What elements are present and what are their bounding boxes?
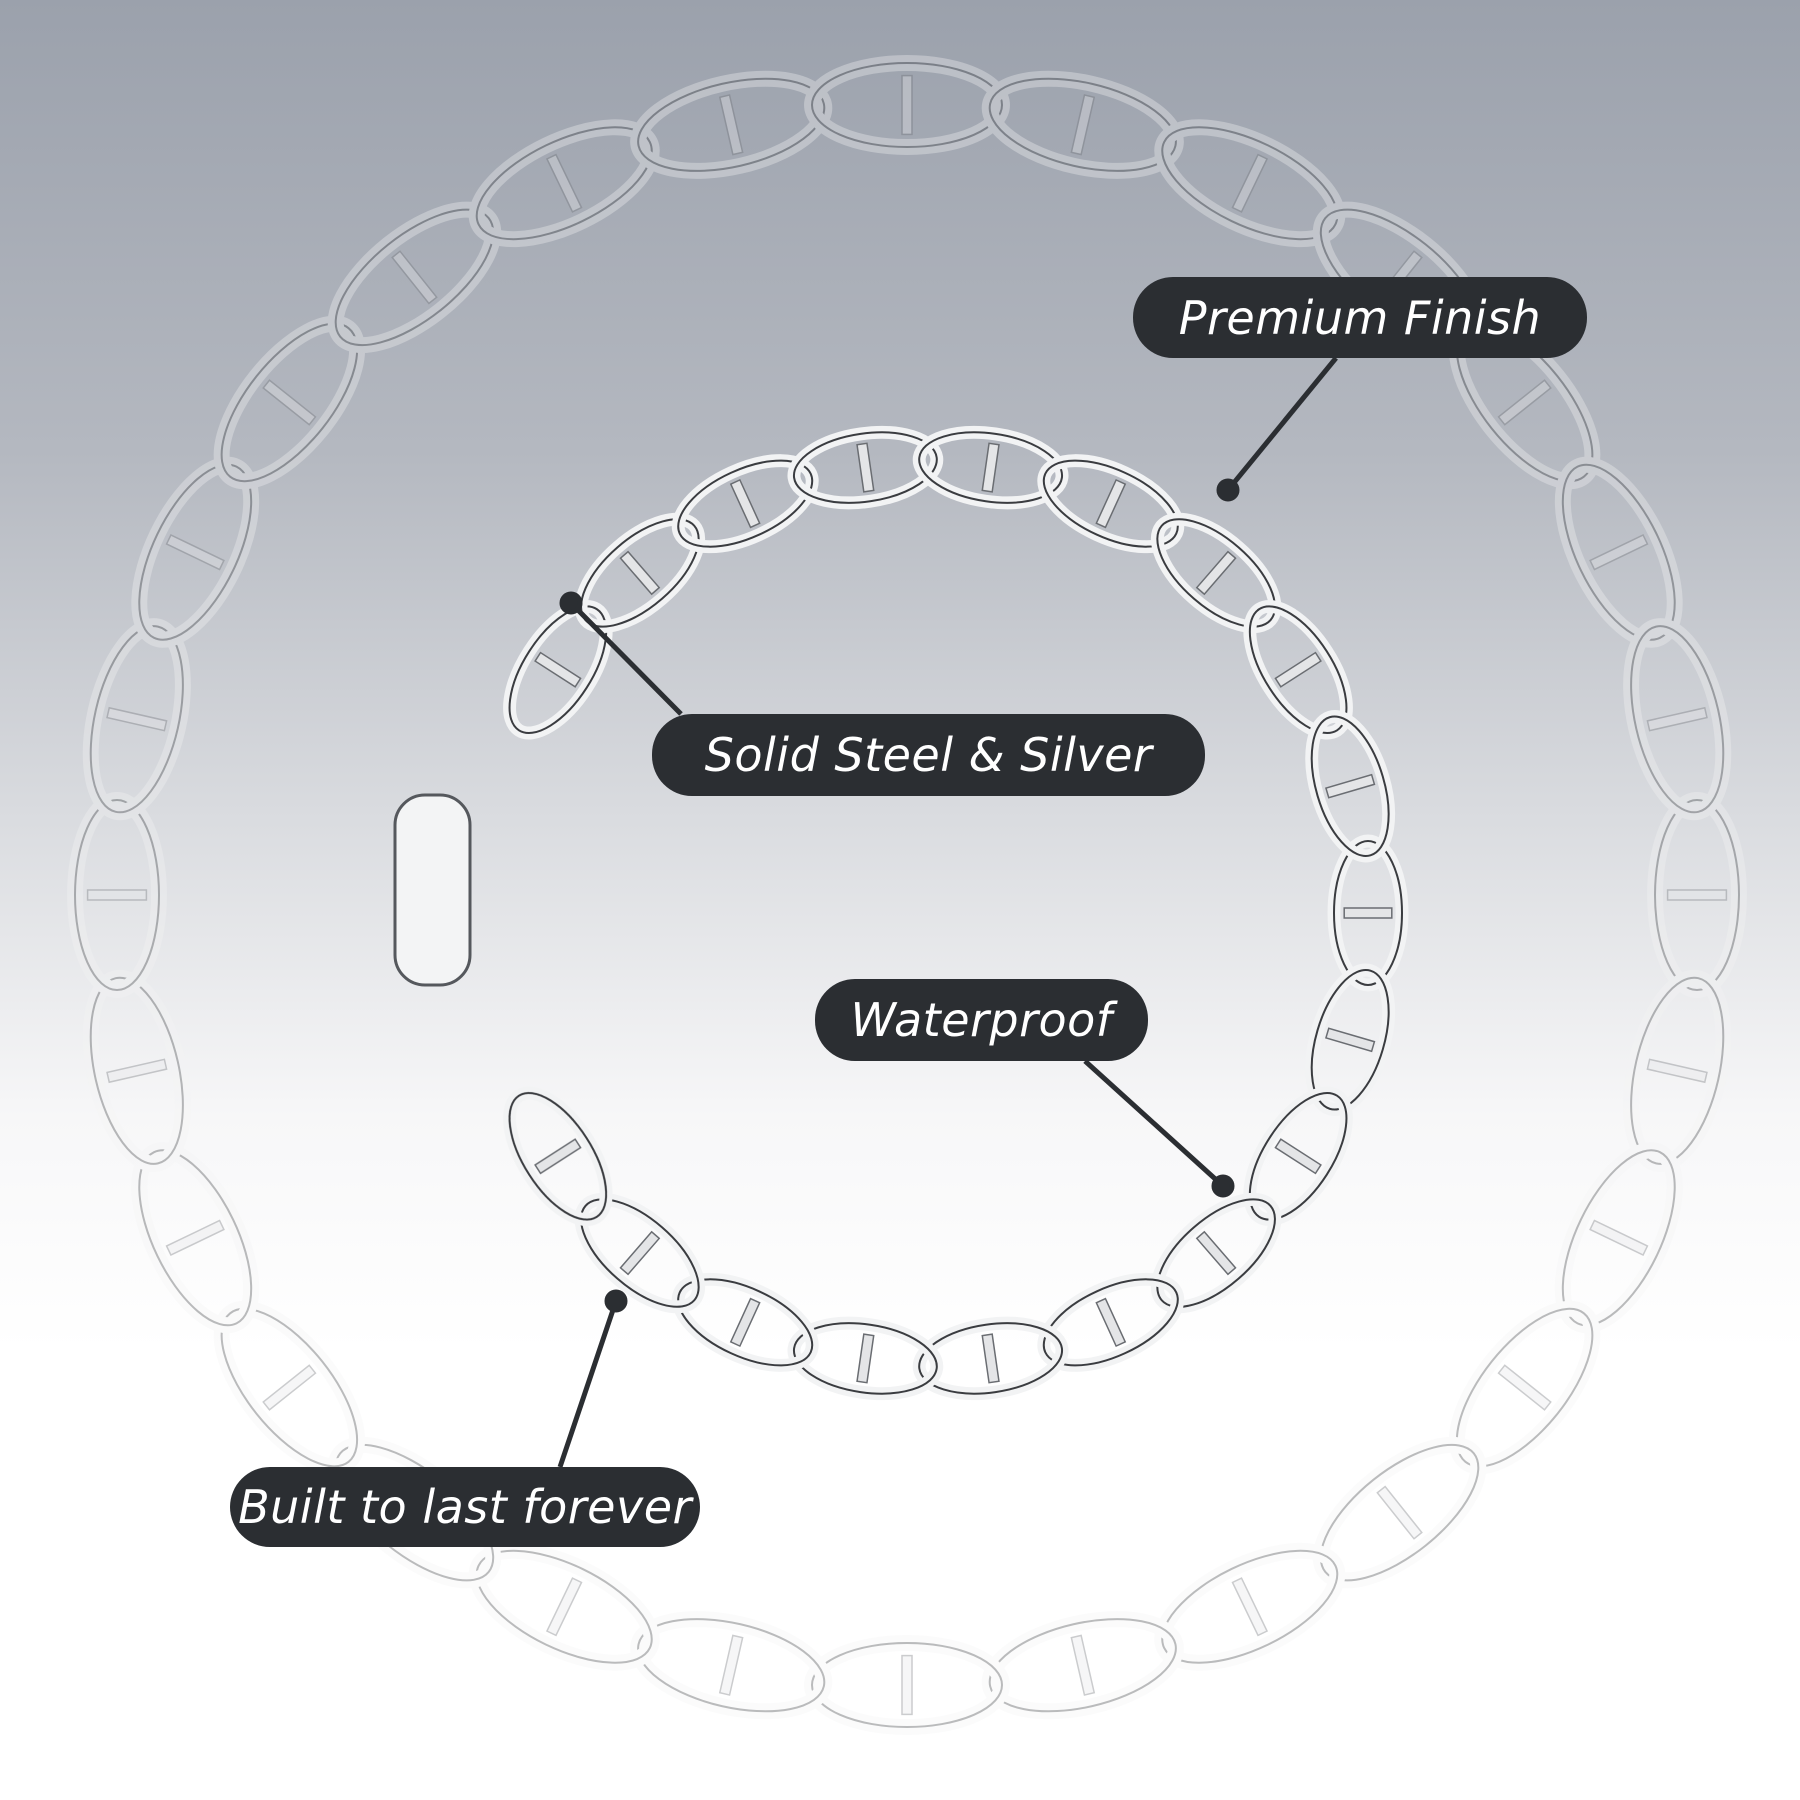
- chain-link: [1312, 1436, 1487, 1589]
- chain-link: [630, 1611, 833, 1720]
- chain-link: [630, 70, 833, 179]
- chain-link: [1243, 1086, 1353, 1227]
- built-callout-line: [557, 1300, 619, 1468]
- chain-link: [1037, 454, 1185, 554]
- built-to-last-label: Built to last forever: [230, 1467, 700, 1547]
- ghost-bracelet-background: [67, 55, 1747, 1735]
- chain-link: [1327, 834, 1409, 992]
- chain-link: [67, 792, 167, 998]
- premium-callout-line: [1226, 356, 1338, 492]
- chain-link: [327, 201, 502, 354]
- chain-link: [787, 425, 944, 510]
- chain-link: [787, 1316, 944, 1401]
- chain-link: [1305, 963, 1396, 1116]
- chain-link: [1448, 1300, 1601, 1475]
- chain-link: [1554, 1142, 1683, 1334]
- solid-callout-dot: [559, 591, 583, 615]
- chain-link: [1150, 512, 1282, 634]
- chain-link: [1305, 710, 1396, 863]
- solid-steel-silver-label: Solid Steel & Silver: [652, 714, 1205, 796]
- chain-link: [82, 618, 191, 821]
- chain-link: [981, 70, 1184, 179]
- chain-link: [82, 969, 191, 1172]
- waterproof-callout-line: [1083, 1059, 1225, 1188]
- chain-link: [503, 1086, 613, 1227]
- callout-lines: [557, 356, 1338, 1468]
- chain-link: [1243, 599, 1353, 740]
- solid-callout-line: [569, 601, 683, 716]
- chain-link: [131, 456, 260, 648]
- built-callout-dot: [604, 1289, 628, 1313]
- chain-link: [981, 1611, 1184, 1720]
- lobster-clasp: [393, 793, 472, 987]
- chain-link: [1037, 1272, 1185, 1372]
- waterproof-label: Waterproof: [815, 979, 1148, 1061]
- chain-link: [213, 1300, 366, 1475]
- chain-link: [912, 425, 1069, 510]
- chain-link: [213, 315, 366, 490]
- chain-link: [1150, 1192, 1282, 1314]
- chain-link: [804, 1635, 1010, 1735]
- chain-link: [1154, 119, 1346, 248]
- chain-link: [804, 55, 1010, 155]
- waterproof-callout-dot: [1211, 1174, 1235, 1198]
- chain-link: [671, 1272, 819, 1372]
- chain-link: [574, 512, 706, 634]
- chain-link: [503, 599, 613, 740]
- premium-callout-dot: [1216, 478, 1240, 502]
- chain-link: [574, 1192, 706, 1314]
- chain-link: [1647, 792, 1747, 998]
- chain-link: [671, 454, 819, 554]
- chain-link: [1623, 969, 1732, 1172]
- chain-link: [1154, 1542, 1346, 1671]
- chain-link: [468, 1542, 660, 1671]
- chain-link: [1623, 618, 1732, 821]
- premium-finish-label: Premium Finish: [1133, 277, 1587, 358]
- chain-link: [131, 1142, 260, 1334]
- chain-link: [468, 119, 660, 248]
- bracelet: [393, 425, 1409, 1401]
- chain-link: [1554, 456, 1683, 648]
- chain-link: [912, 1316, 1069, 1401]
